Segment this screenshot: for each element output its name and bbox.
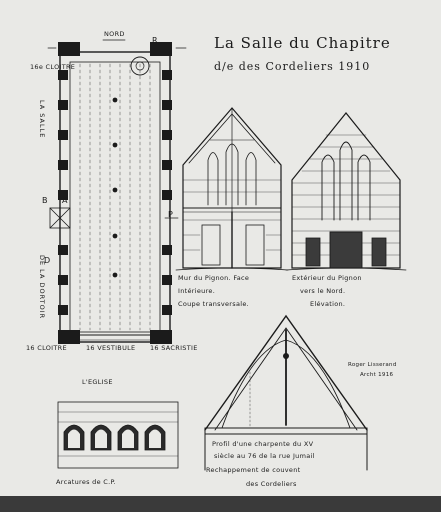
plan-mark-p: P bbox=[168, 210, 174, 219]
interior-gable-elevation bbox=[175, 107, 289, 271]
plan-mark-r: R bbox=[152, 36, 158, 45]
roof-truss-profile bbox=[204, 314, 368, 471]
plan-eglise: L'EGLISE bbox=[82, 378, 113, 386]
signature-line-1: Roger Lisserand bbox=[348, 362, 397, 368]
arcade-sketch bbox=[57, 401, 179, 469]
truss-caption-2: siècle au 76 de la rue Jumail bbox=[214, 452, 315, 460]
plan-mark-a: A bbox=[62, 196, 68, 205]
page-edge bbox=[0, 496, 441, 512]
plan-cloitre-top: 16e CLOITRE bbox=[30, 63, 76, 71]
title-line-2: d/e des Cordeliers 1910 bbox=[214, 60, 371, 73]
exterior-gable-caption-3: Elévation. bbox=[310, 300, 346, 308]
truss-caption-3: Rechappement de couvent bbox=[206, 466, 301, 474]
plan-left-side-upper: LA SALLE bbox=[38, 100, 46, 139]
plan-mark-b: B bbox=[42, 196, 48, 205]
plan-left-side-lower: DE LA DORTOIR bbox=[38, 255, 46, 320]
floor-plan bbox=[47, 39, 187, 344]
title-line-1: La Salle du Chapitre bbox=[214, 34, 391, 52]
interior-gable-caption-2: Intérieure. bbox=[178, 287, 216, 295]
interior-gable-caption-1: Mur du Pignon. Face bbox=[178, 274, 250, 282]
exterior-gable-elevation bbox=[285, 112, 407, 271]
plan-north-label: NORD bbox=[104, 30, 125, 38]
plan-cloitre-bottom: 16 CLOITRE bbox=[26, 344, 67, 352]
exterior-gable-caption-1: Extérieur du Pignon bbox=[292, 274, 362, 282]
truss-caption-1: Profil d'une charpente du XV bbox=[212, 440, 314, 448]
interior-gable-caption-3: Coupe transversale. bbox=[178, 300, 249, 308]
arcade-caption: Arcatures de C.P. bbox=[56, 478, 117, 486]
plan-vestibule: 16 VESTIBULE bbox=[86, 344, 136, 352]
exterior-gable-caption-2: vers le Nord. bbox=[300, 287, 346, 295]
plan-sacristie: 16 SACRISTIE bbox=[150, 344, 198, 352]
truss-caption-4: des Cordeliers bbox=[246, 480, 297, 488]
plan-mark-d: D bbox=[44, 256, 51, 265]
signature-line-2: Archt 1916 bbox=[360, 372, 394, 378]
